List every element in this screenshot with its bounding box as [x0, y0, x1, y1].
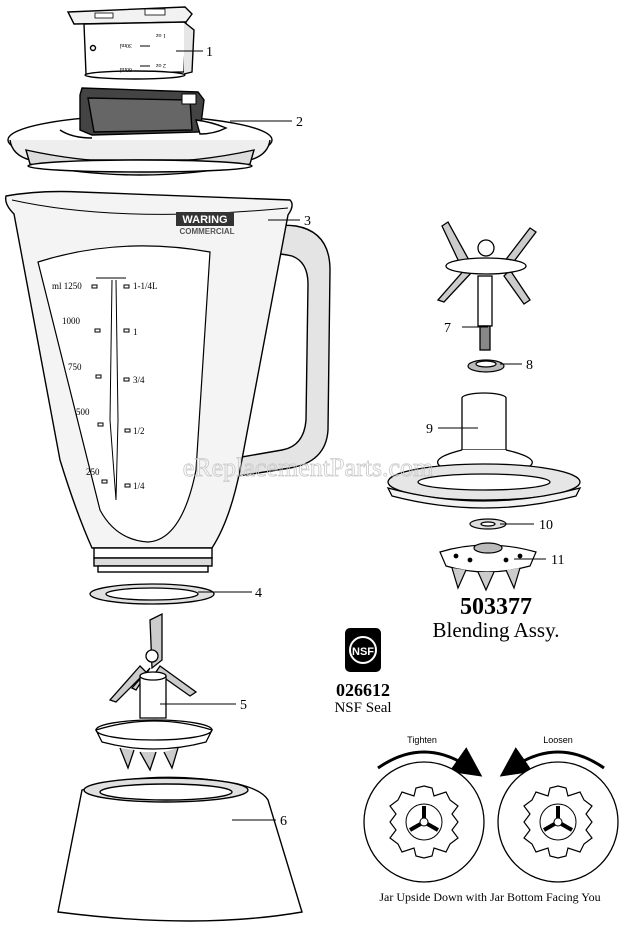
- callout-4: 4: [255, 586, 262, 601]
- nsf-seal: NSF 026612 NSF Seal: [334, 628, 392, 716]
- jar-gasket: [89, 583, 215, 605]
- callout-5: 5: [240, 698, 247, 713]
- watermark: eReplacementParts.com: [183, 453, 434, 482]
- nsf-name: NSF Seal: [334, 700, 391, 716]
- loosen-label: Loosen: [543, 735, 573, 745]
- assembly-label: 503377 Blending Assy.: [433, 594, 560, 642]
- nsf-seal-bg: [345, 628, 381, 672]
- callout-6: 6: [280, 814, 287, 829]
- liter-mark-1-4: 1/4: [133, 481, 145, 491]
- drive-coupling: [439, 542, 537, 592]
- liter-mark-3-4: 3/4: [133, 375, 145, 385]
- loosen-diagram: Loosen: [497, 735, 619, 883]
- assembly-number: 503377: [460, 594, 532, 620]
- callout-8: 8: [526, 358, 533, 373]
- blade-right: [436, 221, 537, 351]
- callout-2: 2: [296, 115, 303, 130]
- callout-9: 9: [426, 422, 433, 437]
- blender-base: [57, 776, 303, 922]
- jar-brand-sub: COMMERCIAL: [179, 227, 234, 236]
- liter-mark-1: 1: [133, 327, 138, 337]
- cap-mark-2oz: 2 oz: [156, 62, 167, 68]
- callout-numbers: 1 2 3 4 5 6 7 8 9 10 11: [206, 45, 564, 829]
- tighten-arrow: [377, 747, 483, 777]
- blade-assembly-left: [95, 612, 213, 772]
- nsf-logo: NSF: [352, 646, 374, 658]
- cap-mark-1oz: 1 oz: [156, 32, 167, 38]
- lid-cap: 1 oz 30ml 2 oz 60ml: [66, 6, 195, 80]
- liter-mark-1-2: 1/2: [133, 426, 145, 436]
- ml-scale: ml 1250 1000 750 500 250: [52, 281, 100, 477]
- ml-mark-250: 250: [86, 467, 100, 477]
- liter-scale: 1-1/4L 1 3/4 1/2 1/4: [133, 281, 158, 491]
- bearing-washer: [467, 359, 505, 373]
- ml-mark-500: 500: [76, 407, 90, 417]
- callout-10: 10: [539, 518, 553, 533]
- bearing-housing: [386, 392, 582, 509]
- jar-brand: WARING: [182, 214, 227, 226]
- leader-lines: [160, 50, 546, 821]
- ml-mark-750: 750: [68, 362, 82, 372]
- loosen-arrow: [499, 747, 605, 777]
- callout-7: 7: [444, 321, 451, 336]
- nsf-logo-circle: [349, 636, 377, 664]
- tighten-label: Tighten: [407, 735, 437, 745]
- callout-11: 11: [551, 553, 564, 568]
- assembly-name: Blending Assy.: [433, 618, 560, 642]
- nsf-number: 026612: [336, 680, 390, 700]
- jar-lid: [7, 87, 273, 176]
- tighten-diagram: Tighten: [363, 735, 485, 883]
- ml-mark-1000: 1000: [62, 316, 81, 326]
- blender-jar: WARING COMMERCIAL ml 1250 1000 750 500 2…: [4, 190, 331, 573]
- ml-mark-1250: ml 1250: [52, 281, 82, 291]
- cap-mark-30ml: 30ml: [119, 42, 132, 48]
- cap-mark-60ml: 60ml: [119, 66, 132, 72]
- callout-1: 1: [206, 45, 213, 60]
- liter-mark-1-1-4: 1-1/4L: [133, 281, 158, 291]
- jar-orientation-caption: Jar Upside Down with Jar Bottom Facing Y…: [379, 890, 600, 904]
- callout-3: 3: [304, 214, 311, 229]
